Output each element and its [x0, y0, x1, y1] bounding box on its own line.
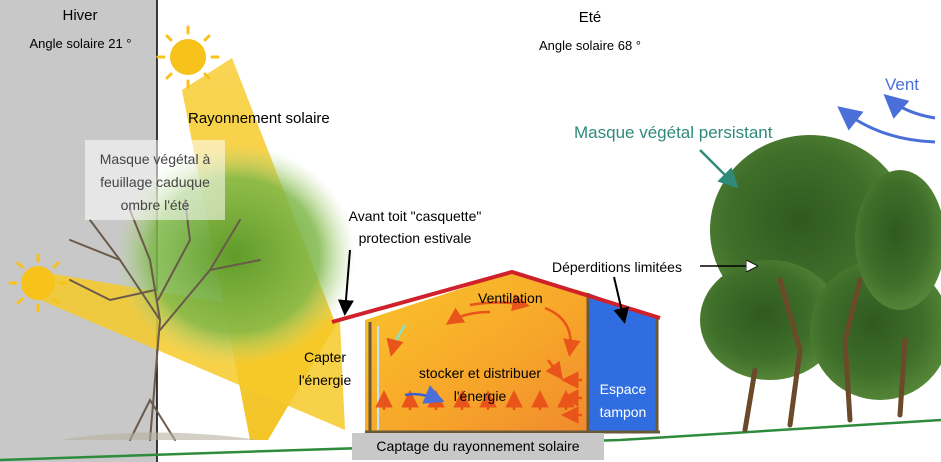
overhang-pointer — [337, 249, 354, 316]
house-interior — [365, 272, 588, 432]
ground-capture-label: Captage du rayonnement solaire — [376, 438, 580, 454]
mask-label-bg — [85, 140, 225, 220]
store-line2: l'énergie — [453, 388, 507, 404]
summer-sun-icon — [156, 25, 220, 89]
winter-title: Hiver — [62, 7, 98, 24]
capture-line1: Capter — [303, 349, 347, 365]
store-line1: stocker et distribuer — [418, 365, 542, 381]
heat-flow-arrows — [375, 293, 582, 424]
losses-label: Déperditions limitées — [552, 259, 682, 275]
wind-arrows — [837, 94, 936, 144]
summer-angle: Angle solaire 68 ° — [538, 38, 642, 53]
buffer-line2: tampon — [599, 404, 647, 420]
ventilation-label: Ventilation — [478, 290, 543, 306]
deciduous-mask-line2: feuillage caduque — [100, 174, 210, 190]
wind-label: Vent — [885, 75, 920, 94]
solar-radiation-label: Rayonnement solaire — [188, 110, 330, 127]
losses-pointer — [613, 276, 630, 324]
buffer-space — [588, 293, 657, 432]
ground-label-bg — [352, 433, 604, 460]
winter-angle: Angle solaire 21 ° — [29, 36, 132, 51]
buffer-line1: Espace — [599, 381, 647, 397]
capture-line2: l'énergie — [298, 372, 352, 388]
deciduous-mask-line3: ombre l'été — [120, 197, 190, 213]
deciduous-mask-line1: Masque végétal à — [99, 151, 211, 167]
roof — [331, 269, 661, 324]
mask-pointer — [699, 149, 739, 189]
persistent-mask-label: Masque végétal persistant — [574, 123, 773, 142]
overhang-line1: Avant toit "casquette" — [348, 208, 482, 224]
summer-title: Eté — [578, 9, 602, 26]
overhang-line2: protection estivale — [358, 230, 472, 246]
winter-sun-icon — [8, 253, 68, 313]
persistent-pine-trees — [700, 135, 941, 433]
